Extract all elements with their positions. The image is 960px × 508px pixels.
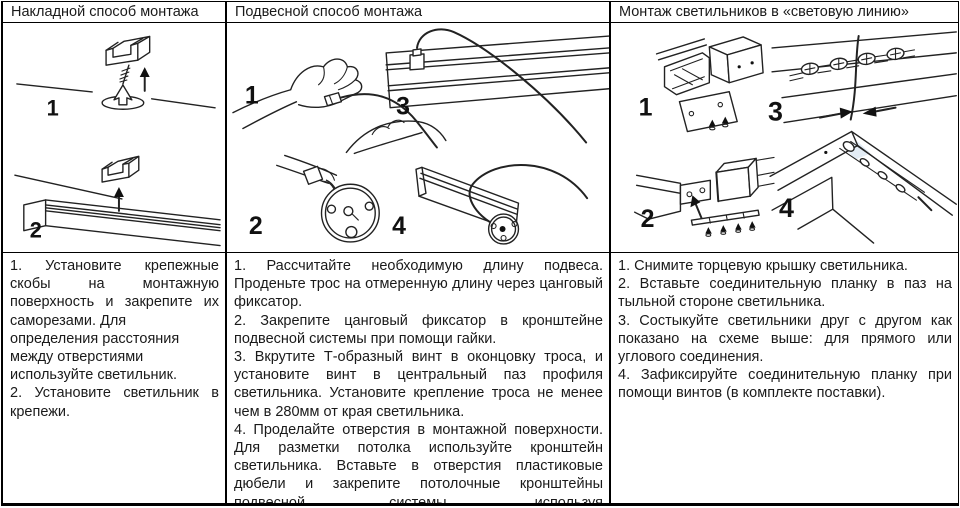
svg-text:2: 2 bbox=[30, 218, 42, 243]
instruction-item: 2. Установите светильник в крепежи. bbox=[10, 385, 219, 420]
figures-surface-mounting: 1 2 bbox=[3, 23, 227, 253]
figure-end-cap-removal: 1 bbox=[639, 36, 764, 133]
instruction-item: 1. Снимите торцевую крышку светильника. bbox=[618, 258, 908, 274]
instruction-item: 4. Проделайте отверстия в монтажной пове… bbox=[234, 421, 603, 503]
figures-light-line: 1 3 bbox=[611, 23, 958, 253]
svg-text:1: 1 bbox=[639, 94, 653, 122]
instruction-item: 3. Состыкуйте светильники друг с другом … bbox=[618, 312, 952, 366]
svg-text:2: 2 bbox=[641, 205, 655, 233]
figure-anchor-clip-into-ceiling: 1 bbox=[16, 35, 216, 121]
instruction-item: 1. Рассчитайте необходимую длину подвеса… bbox=[234, 258, 603, 311]
svg-text:4: 4 bbox=[779, 193, 794, 223]
svg-text:2: 2 bbox=[249, 212, 263, 240]
figure-threading-cable-through-fixator: 1 bbox=[232, 58, 447, 155]
surface-mounting-diagram: 1 2 bbox=[14, 35, 221, 247]
figure-straight-joint-with-screws: 3 bbox=[768, 31, 957, 127]
figure-clip-onto-fixture-profile: 2 bbox=[14, 155, 221, 247]
svg-text:1: 1 bbox=[245, 82, 259, 110]
figure-cable-gripper-on-profile: 3 bbox=[385, 28, 609, 144]
figure-cable-into-ceiling-canopy: 2 bbox=[249, 154, 380, 243]
figure-connector-plate-insertion: 2 bbox=[633, 156, 775, 237]
figures-suspended-mounting: 1 2 3 bbox=[227, 23, 611, 253]
instructions-surface-mounting: 1. Установите крепежные скобы на монтажн… bbox=[3, 253, 227, 503]
instruction-item: 3. Вкрутите Т-образный винт в оконцовку … bbox=[234, 349, 603, 420]
column-header-surface-mounting: Накладной способ монтажа bbox=[3, 2, 227, 23]
svg-text:3: 3 bbox=[768, 97, 783, 127]
instructions-light-line: 1. Снимите торцевую крышку светильника. … bbox=[611, 253, 958, 503]
column-header-light-line: Монтаж светильников в «световую линию» bbox=[611, 2, 958, 23]
instruction-item: 2. Закрепите цанговый фиксатор в кронште… bbox=[234, 312, 603, 347]
suspended-mounting-diagram: 1 2 3 bbox=[232, 28, 609, 245]
column-header-suspended-mounting: Подвесной способ монтажа bbox=[227, 2, 611, 23]
instructions-suspended-mounting: 1. Рассчитайте необходимую длину подвеса… bbox=[227, 253, 611, 503]
light-line-diagram: 1 3 bbox=[633, 31, 957, 244]
instruction-item: 2. Вставьте соединительную планку в паз … bbox=[618, 276, 952, 311]
svg-text:4: 4 bbox=[392, 212, 406, 240]
figure-cable-bracket-under-profile: 4 bbox=[392, 163, 589, 245]
instruction-item: 4. Зафиксируйте соединительную планку пр… bbox=[618, 367, 952, 402]
svg-text:1: 1 bbox=[47, 96, 59, 121]
svg-text:3: 3 bbox=[396, 93, 410, 121]
figure-corner-joint: 4 bbox=[769, 130, 957, 244]
instruction-item: 1. Установите крепежные скобы на монтажн… bbox=[10, 258, 219, 384]
